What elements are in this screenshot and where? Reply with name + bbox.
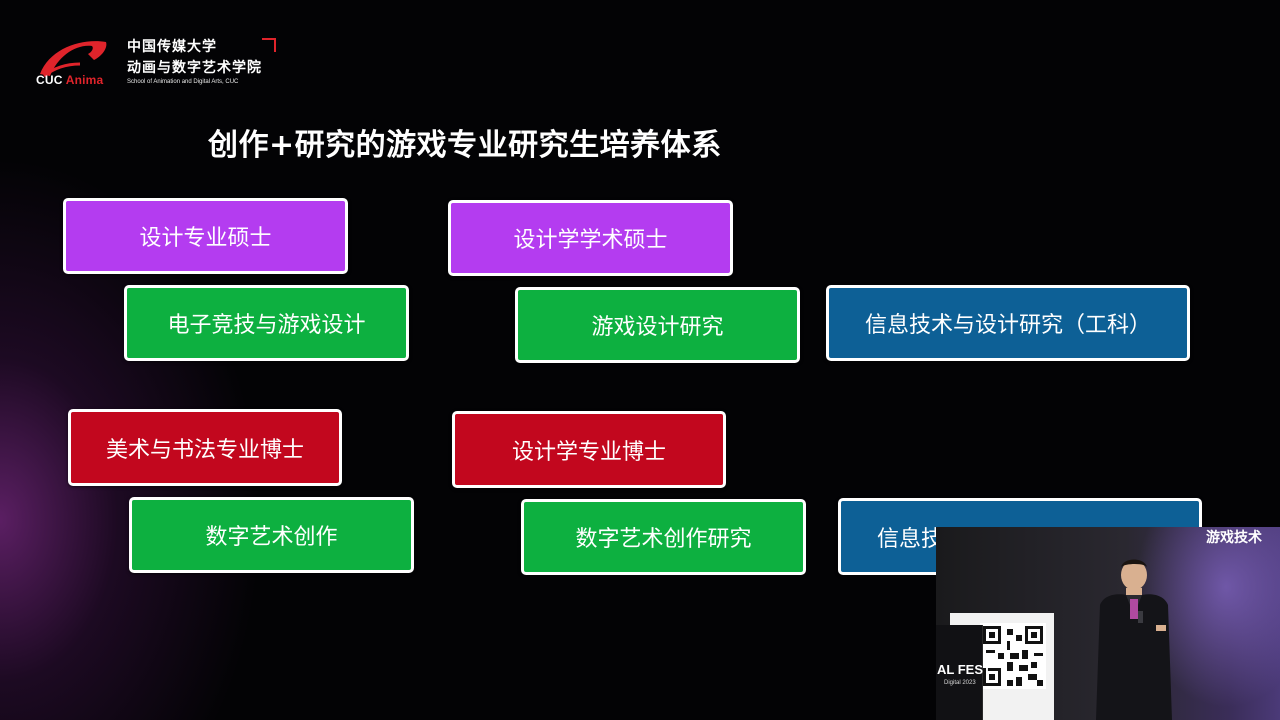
box-design-professional-master: 设计专业硕士	[63, 198, 348, 274]
side-caption: 游戏技术	[1206, 530, 1262, 546]
box-digital-art-creation-research: 数字艺术创作研究	[521, 499, 806, 575]
box-design-professional-doctor: 设计学专业博士	[452, 411, 726, 488]
speaker-video-overlay: AL FEST Digital 2023 游戏技术	[936, 527, 1280, 720]
logo-university-name: 中国传媒大学	[127, 39, 217, 55]
box-design-academic-master: 设计学学术硕士	[448, 200, 733, 276]
logo-school-english: School of Animation and Digital Arts, CU…	[127, 79, 239, 85]
cuc-anima-logo-icon	[40, 41, 107, 78]
banner-text: AL FEST	[937, 662, 991, 677]
box-fine-arts-calligraphy-doctor: 美术与书法专业博士	[68, 409, 342, 486]
logo-corner-bracket	[262, 38, 276, 52]
banner-subtext: Digital 2023	[944, 680, 976, 686]
qr-code-icon	[980, 623, 1046, 689]
box-game-design-research: 游戏设计研究	[515, 287, 800, 363]
box-esports-game-design: 电子竞技与游戏设计	[124, 285, 409, 361]
slide-title: 创作+研究的游戏专业研究生培养体系	[208, 128, 722, 163]
event-banner	[936, 625, 983, 720]
box-digital-art-creation: 数字艺术创作	[129, 497, 414, 573]
speaker-figure	[1096, 559, 1172, 720]
logo-brand-accent: Anima	[65, 73, 104, 87]
box-it-design-research: 信息技术与设计研究（工科）	[826, 285, 1190, 361]
logo-brand: CUC	[36, 73, 63, 87]
logo-wordmark: CUC Anima	[36, 73, 103, 87]
logo-school-name: 动画与数字艺术学院	[127, 60, 262, 76]
